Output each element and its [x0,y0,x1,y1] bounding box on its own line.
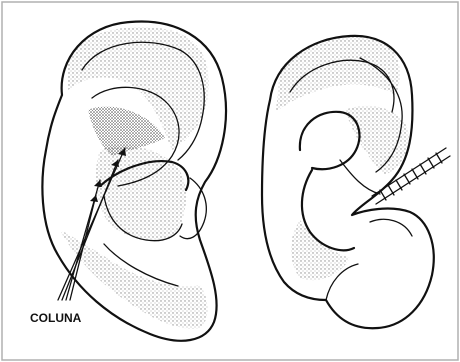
tube-hatch [420,164,426,174]
right-ear-crus-fold [340,160,380,194]
tube-hatch [428,158,434,168]
right-ear-upper-shading [276,36,400,112]
tube-hatch [380,190,386,200]
right-ear-fold-shading [345,106,409,175]
left-ear-concha-shading [96,146,186,240]
right-ear-deformed [262,36,450,328]
tube-hatch [404,174,410,184]
right-ear-antitragus [370,219,412,236]
tube-hatch [412,169,418,179]
coluna-label: COLUNA [30,311,82,325]
arrowhead-4 [90,195,98,202]
tube-hatch [436,153,442,163]
left-ear-antihelix-dense [88,106,165,156]
left-ear-normal: COLUNA [30,21,226,340]
